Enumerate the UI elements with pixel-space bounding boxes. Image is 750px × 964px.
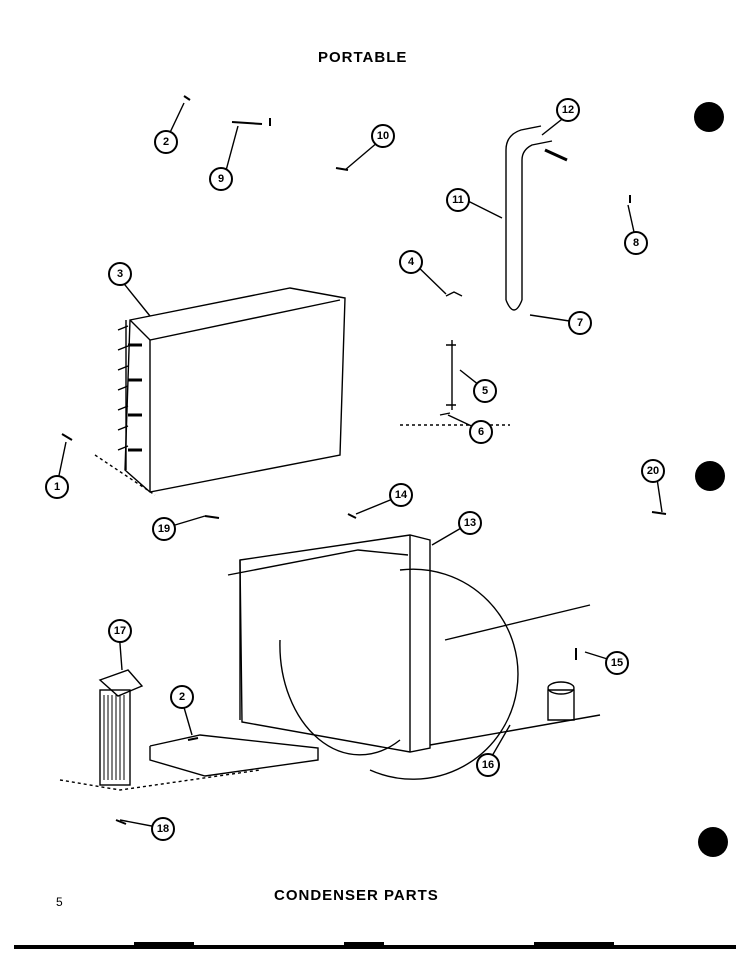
condenser-shroud (227, 534, 519, 780)
binder-hole-middle (695, 461, 725, 491)
callout-18: 18 (151, 817, 175, 841)
callout-3: 3 (108, 262, 132, 286)
diagram-caption: CONDENSER PARTS (274, 887, 439, 904)
callout-13: 13 (458, 511, 482, 535)
scan-edge-artifact (14, 942, 736, 949)
callout-9: 9 (209, 167, 233, 191)
callout-2-bottom: 2 (170, 685, 194, 709)
mount-brackets (439, 291, 463, 416)
callout-2-top: 2 (154, 130, 178, 154)
base-plate (149, 734, 319, 777)
page-number: 5 (56, 895, 63, 909)
binder-hole-top (694, 102, 724, 132)
callout-10: 10 (371, 124, 395, 148)
callout-6: 6 (469, 420, 493, 444)
callout-14: 14 (389, 483, 413, 507)
callout-8: 8 (624, 231, 648, 255)
diagram-title: PORTABLE (318, 49, 408, 66)
callout-4: 4 (399, 250, 423, 274)
callout-19: 19 (152, 517, 176, 541)
callout-5: 5 (473, 379, 497, 403)
base-rail (429, 604, 601, 746)
callout-7: 7 (568, 311, 592, 335)
callout-11: 11 (446, 188, 470, 212)
condenser-coil (117, 287, 346, 493)
callout-20: 20 (641, 459, 665, 483)
drain-tube (505, 125, 568, 311)
binder-hole-bottom (698, 827, 728, 857)
fasteners (61, 95, 667, 825)
callout-1: 1 (45, 475, 69, 499)
callout-12: 12 (556, 98, 580, 122)
callout-16: 16 (476, 753, 500, 777)
callout-17: 17 (108, 619, 132, 643)
air-filter (98, 669, 144, 786)
callout-15: 15 (605, 651, 629, 675)
